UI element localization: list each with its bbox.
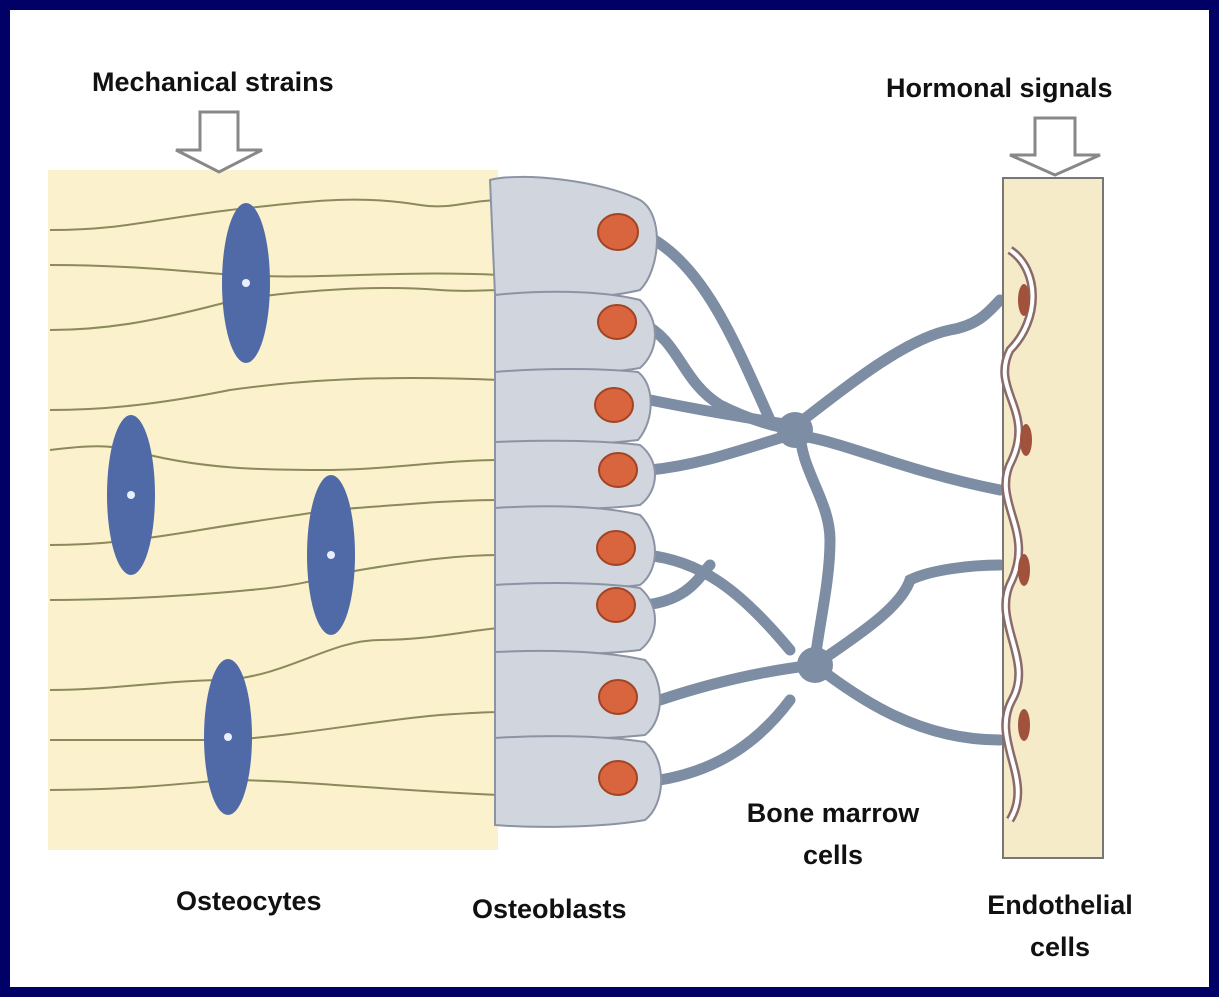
bone-marrow-line-1: Bone marrow xyxy=(728,796,938,830)
osteocytes-label: Osteocytes xyxy=(176,884,322,918)
hormonal-arrow xyxy=(1010,118,1100,175)
osteoblast-cells xyxy=(490,177,661,827)
bone-marrow-cells-label: Bone marrow cells xyxy=(728,796,938,872)
endothelial-cells-label: Endothelial cells xyxy=(960,888,1160,964)
cell-processes xyxy=(640,232,1000,780)
endothelial-panel xyxy=(1003,178,1103,858)
hormonal-signals-label: Hormonal signals xyxy=(886,71,1113,105)
osteoblasts-label: Osteoblasts xyxy=(472,892,627,926)
endothelial-line-2: cells xyxy=(960,930,1160,964)
mechanical-strains-label: Mechanical strains xyxy=(92,65,334,99)
bone-marrow-line-2: cells xyxy=(728,838,938,872)
mechanical-arrow xyxy=(176,112,262,172)
endothelial-line-1: Endothelial xyxy=(960,888,1160,922)
